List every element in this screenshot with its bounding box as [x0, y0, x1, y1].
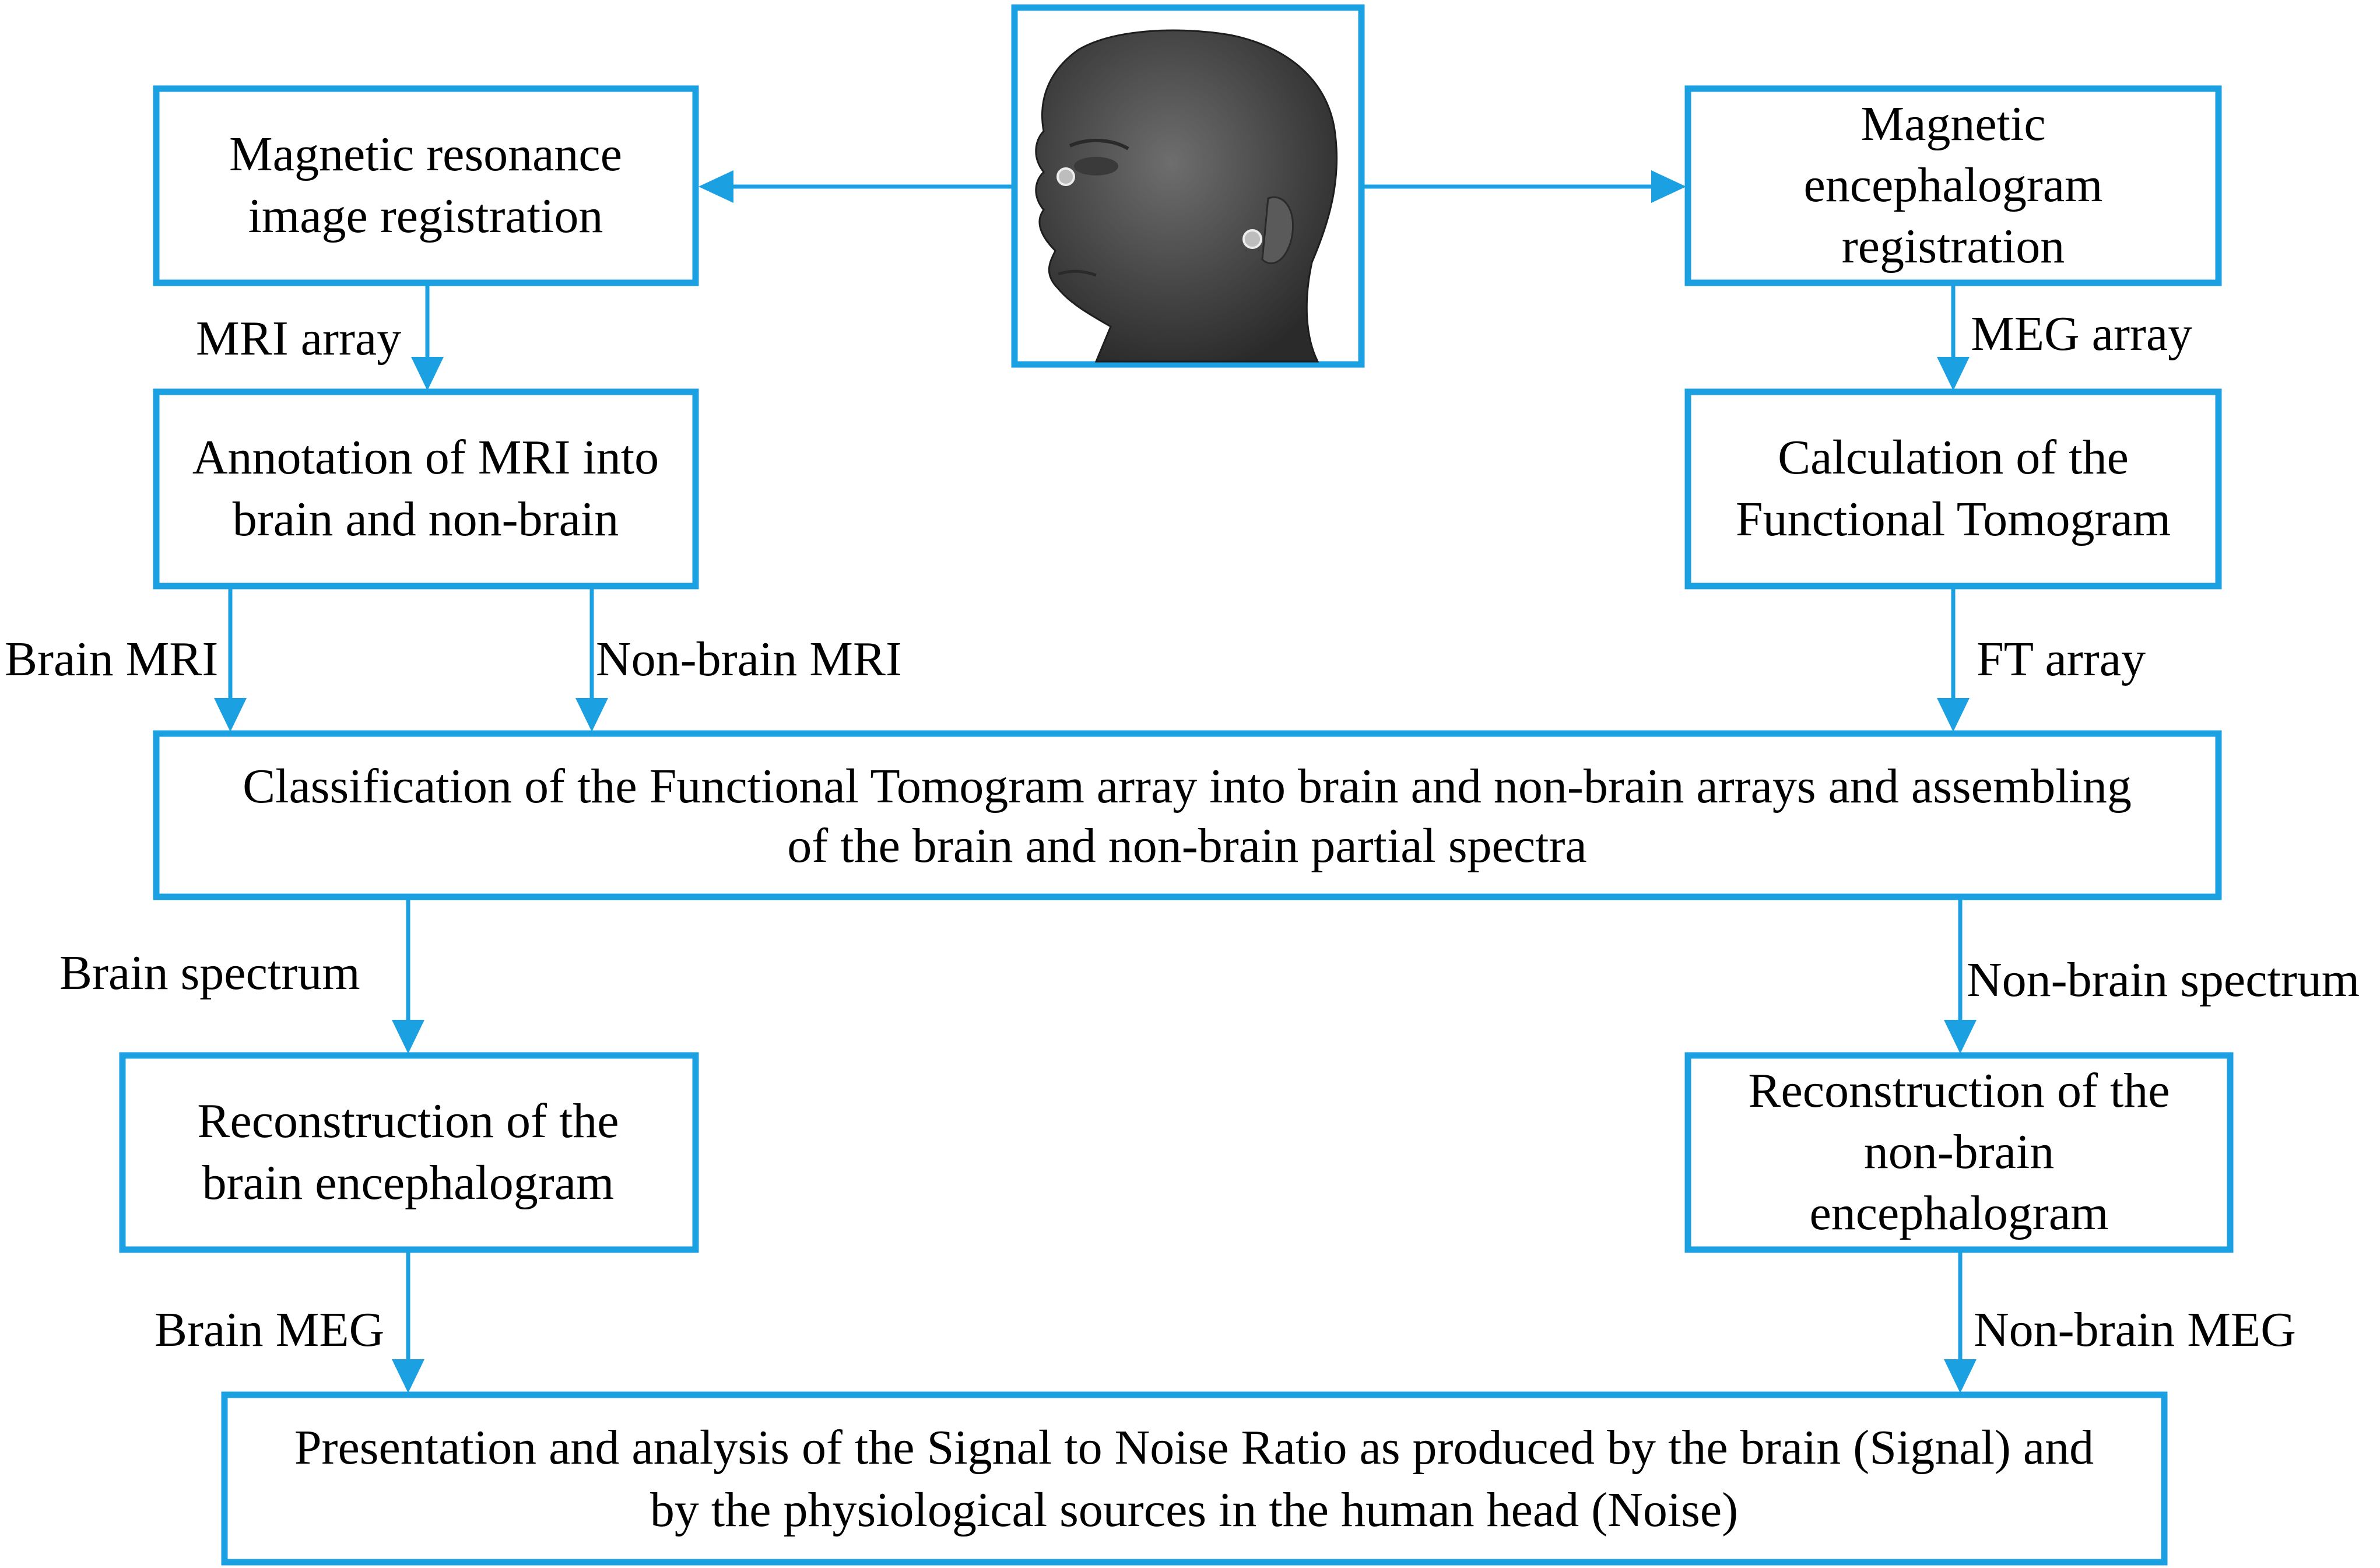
meg-array-label: MEG array: [1971, 307, 2192, 361]
brain-reconstruction-box: [119, 1052, 699, 1253]
ft-calculation-line2: Functional Tomogram: [1736, 492, 2171, 546]
meg-registration-line3: registration: [1842, 219, 2065, 273]
snr-presentation-line2: by the physiological sources in the huma…: [650, 1483, 1738, 1537]
brain-spectrum-arrow: [392, 897, 424, 1054]
brain-reconstruction-line1: Reconstruction of the: [197, 1094, 619, 1148]
nonbrain-meg-label: Non-brain MEG: [1974, 1303, 2296, 1357]
classification-box: [153, 730, 2222, 900]
nonbrain-reconstruction-line3: encephalogram: [1809, 1186, 2108, 1240]
brain-spectrum-label: Brain spectrum: [59, 946, 360, 1000]
ft-calculation-box: [1684, 388, 2222, 590]
mri-registration-line2: image registration: [248, 189, 603, 243]
brain-mri-label: Brain MRI: [5, 632, 218, 686]
brain-meg-arrow: [392, 1250, 424, 1393]
meg-registration-line1: Magnetic: [1861, 97, 2045, 151]
nonbrain-spectrum-arrow: [1944, 897, 1977, 1054]
head-to-mri-arrow: [698, 170, 1015, 203]
ft-array-arrow: [1937, 586, 1970, 732]
meg-array-arrow: [1937, 283, 1970, 391]
classification-line1: Classification of the Functional Tomogra…: [243, 759, 2132, 813]
brain-reconstruction-line2: brain encephalogram: [202, 1156, 615, 1210]
brain-meg-label: Brain MEG: [155, 1303, 384, 1357]
snr-presentation-box: [221, 1391, 2168, 1566]
mri-array-label: MRI array: [196, 311, 401, 366]
meg-registration-box: [1684, 85, 2222, 286]
mri-annotation-line1: Annotation of MRI into: [192, 430, 659, 485]
head-render-icon: [1035, 29, 1338, 363]
mri-array-arrow: [411, 283, 444, 391]
ft-calculation-line1: Calculation of the: [1778, 430, 2129, 485]
nonbrain-reconstruction-line1: Reconstruction of the: [1748, 1064, 2170, 1118]
mri-registration-line1: Magnetic resonance: [229, 127, 622, 181]
meg-registration-line2: encephalogram: [1803, 158, 2102, 212]
nonbrain-mri-label: Non-brain MRI: [596, 632, 902, 686]
mri-registration-box: [153, 85, 699, 286]
nonbrain-spectrum-label: Non-brain spectrum: [1967, 953, 2360, 1007]
head-to-meg-arrow: [1361, 170, 1686, 203]
nonbrain-mri-arrow: [575, 586, 608, 732]
mri-annotation-line2: brain and non-brain: [233, 492, 619, 546]
mri-annotation-box: [153, 388, 699, 590]
brain-mri-arrow: [214, 586, 247, 732]
nonbrain-reconstruction-box: [1684, 1052, 2234, 1253]
snr-presentation-line1: Presentation and analysis of the Signal …: [294, 1420, 2094, 1475]
nonbrain-meg-arrow: [1944, 1250, 1977, 1393]
ft-array-label: FT array: [1977, 632, 2146, 686]
classification-line2: of the brain and non-brain partial spect…: [787, 819, 1586, 873]
nonbrain-reconstruction-line2: non-brain: [1864, 1125, 2055, 1179]
